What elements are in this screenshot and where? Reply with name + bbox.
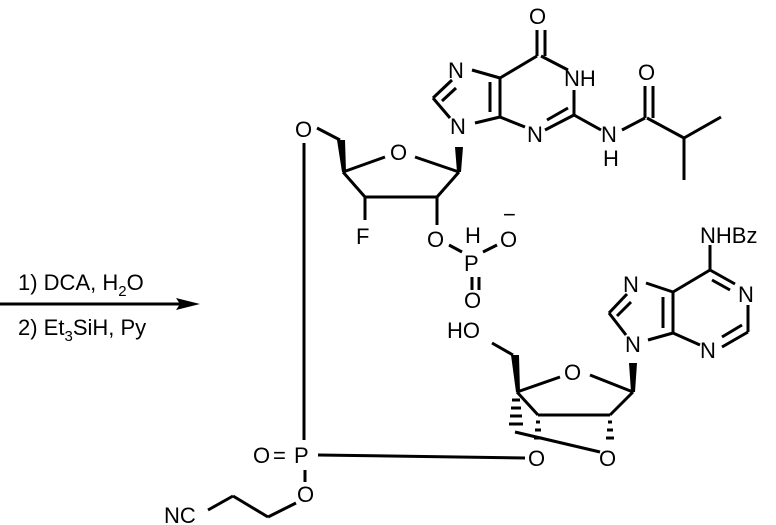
charge-minus: − xyxy=(503,202,516,227)
atom-o-minus: O xyxy=(500,227,517,252)
atom-n3-adenine: N xyxy=(700,338,716,363)
atom-n9-adenine: N xyxy=(625,332,641,357)
atom-o5: O xyxy=(295,117,312,142)
lower-sugar: HO O O O xyxy=(447,318,637,471)
reagent-step-2: 2) Et3SiH, Py xyxy=(18,315,146,345)
atom-n7-adenine: N xyxy=(623,272,639,297)
atom-o-double-p: O xyxy=(253,443,270,468)
atom-o-ester: O xyxy=(297,482,314,507)
atom-n1-adenine: N xyxy=(738,282,754,307)
atom-o-double-phosphonate: O xyxy=(464,288,481,313)
atom-o2-lower: O xyxy=(599,446,616,471)
atom-n1h: NH xyxy=(564,66,596,91)
reaction-arrow xyxy=(0,298,200,310)
atom-ho: HO xyxy=(447,318,480,343)
atom-o-ring-upper: O xyxy=(390,140,407,165)
atom-h-phosphonate: H xyxy=(465,223,481,248)
phosphotriester: O = P O NC xyxy=(164,143,526,525)
atom-o2-upper: O xyxy=(427,227,444,252)
atom-p-phosphonate: P xyxy=(464,251,479,276)
atom-n7: N xyxy=(448,58,464,83)
atom-n9: N xyxy=(450,114,466,139)
adenine-base: NHBz N N N N xyxy=(607,223,757,363)
reagent-step-1: 1) DCA, H2O xyxy=(18,270,144,300)
atom-n3: N xyxy=(527,122,543,147)
atom-amide-n: N xyxy=(601,122,617,147)
atom-o3-lower: O xyxy=(528,446,545,471)
atom-nhbz: NHBz xyxy=(700,223,757,248)
upper-sugar: O O F O xyxy=(295,117,463,252)
atom-p-triester: P xyxy=(294,443,309,468)
atom-o-ring-lower: O xyxy=(564,360,581,385)
h-phosphonate: H P O − O xyxy=(448,202,517,313)
atom-nc-cyano: NC xyxy=(164,503,196,525)
double-bond-eq: = xyxy=(273,443,286,468)
atom-o-isobutyryl: O xyxy=(638,60,655,85)
atom-amide-h: H xyxy=(603,146,619,171)
atom-o-carbonyl: O xyxy=(529,4,546,29)
atom-f: F xyxy=(356,224,369,249)
guanine-base: O N NH N N N H O xyxy=(431,4,722,180)
